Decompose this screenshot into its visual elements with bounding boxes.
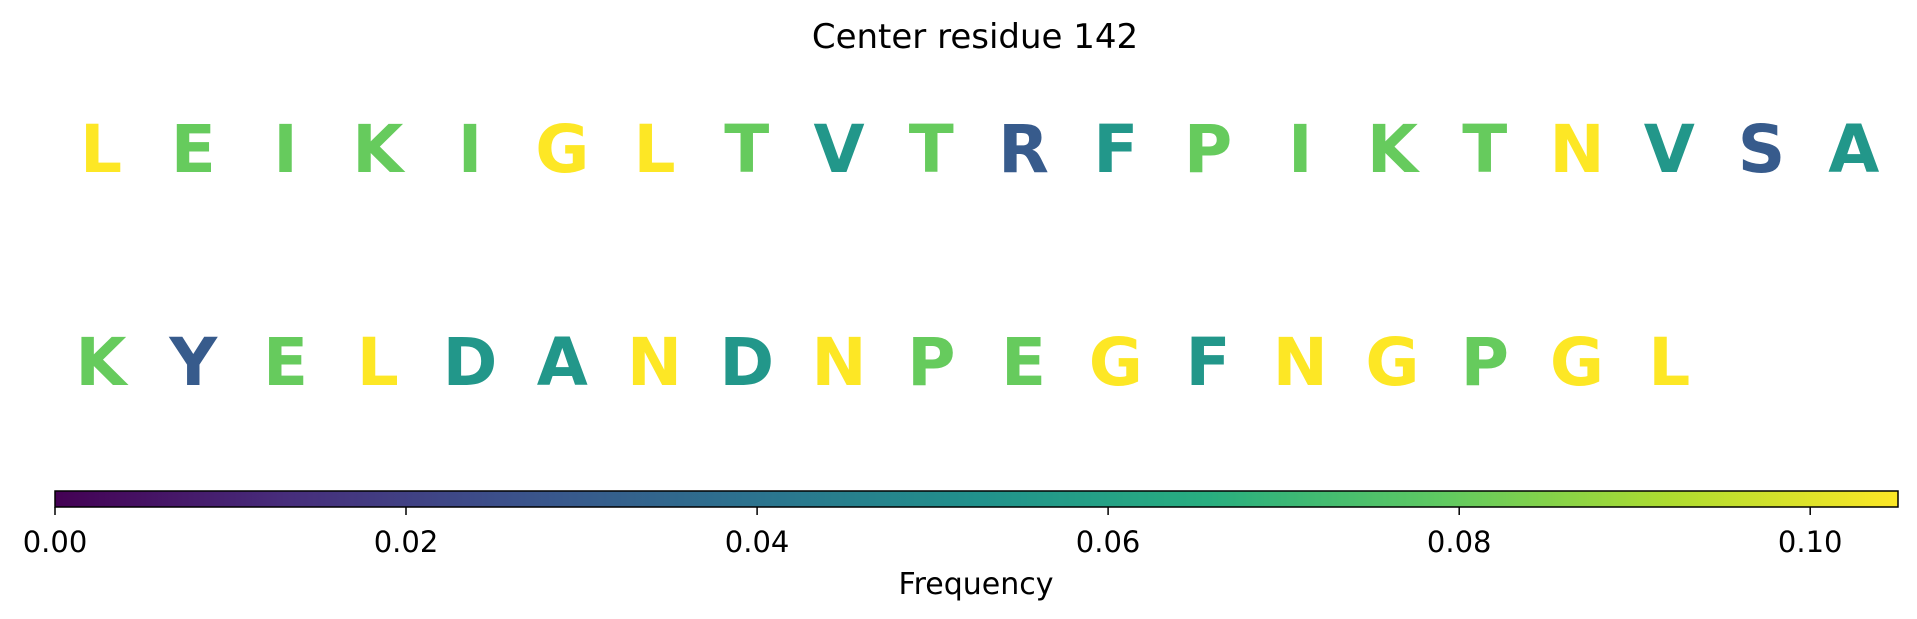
residue-letter: I bbox=[1288, 111, 1313, 188]
residue-letter: D bbox=[443, 324, 498, 401]
residue-letter: E bbox=[263, 324, 308, 401]
residue-letter: N bbox=[1273, 324, 1328, 401]
residue-letter: K bbox=[1367, 111, 1421, 188]
residue-letter: P bbox=[907, 324, 955, 401]
colorbar-tick-label: 0.00 bbox=[23, 525, 88, 559]
residue-letter: G bbox=[1089, 324, 1143, 401]
chart-title: Center residue 142 bbox=[812, 17, 1138, 57]
residue-letter: E bbox=[1001, 324, 1046, 401]
residue-letter: F bbox=[1093, 111, 1138, 188]
residue-letter: K bbox=[352, 111, 406, 188]
residue-letter: G bbox=[1365, 324, 1419, 401]
residue-letter: T bbox=[724, 111, 769, 188]
colorbar-ticks: 0.00 0.02 0.04 0.06 0.08 0.10 bbox=[23, 507, 1843, 559]
residue-letter: S bbox=[1738, 111, 1786, 188]
residue-letter: L bbox=[80, 111, 122, 188]
residue-letter: R bbox=[998, 111, 1049, 188]
residue-letter: V bbox=[813, 111, 864, 188]
residue-letter: I bbox=[273, 111, 298, 188]
colorbar: 0.00 0.02 0.04 0.06 0.08 0.10 Frequency bbox=[23, 490, 1899, 602]
residue-letter: T bbox=[1462, 111, 1507, 188]
residue-letter: P bbox=[1184, 111, 1232, 188]
residue-letter: I bbox=[458, 111, 483, 188]
colorbar-tick-label: 0.02 bbox=[374, 525, 439, 559]
colorbar-tick-label: 0.06 bbox=[1076, 525, 1141, 559]
residue-letter: F bbox=[1185, 324, 1230, 401]
residue-letter: V bbox=[1644, 111, 1695, 188]
residue-letter: T bbox=[909, 111, 954, 188]
residue-letter: L bbox=[357, 324, 399, 401]
residue-letter: E bbox=[171, 111, 216, 188]
colorbar-tick-label: 0.04 bbox=[725, 525, 790, 559]
residue-letter: P bbox=[1461, 324, 1509, 401]
colorbar-tick-label: 0.10 bbox=[1778, 525, 1843, 559]
residue-letter: L bbox=[633, 111, 675, 188]
residue-letter: G bbox=[535, 111, 589, 188]
residue-letter: K bbox=[75, 324, 129, 401]
residue-letter: N bbox=[627, 324, 682, 401]
residue-letter: N bbox=[811, 324, 866, 401]
residue-letter: D bbox=[719, 324, 774, 401]
colorbar-gradient bbox=[54, 490, 1899, 508]
residue-letter: Y bbox=[168, 324, 218, 401]
residue-letter: G bbox=[1550, 324, 1604, 401]
residue-letter: L bbox=[1648, 324, 1690, 401]
residue-letter: A bbox=[1828, 111, 1879, 188]
residue-letter: A bbox=[537, 324, 588, 401]
colorbar-tick-label: 0.08 bbox=[1427, 525, 1492, 559]
colorbar-label: Frequency bbox=[899, 567, 1054, 602]
residue-letter: N bbox=[1549, 111, 1604, 188]
